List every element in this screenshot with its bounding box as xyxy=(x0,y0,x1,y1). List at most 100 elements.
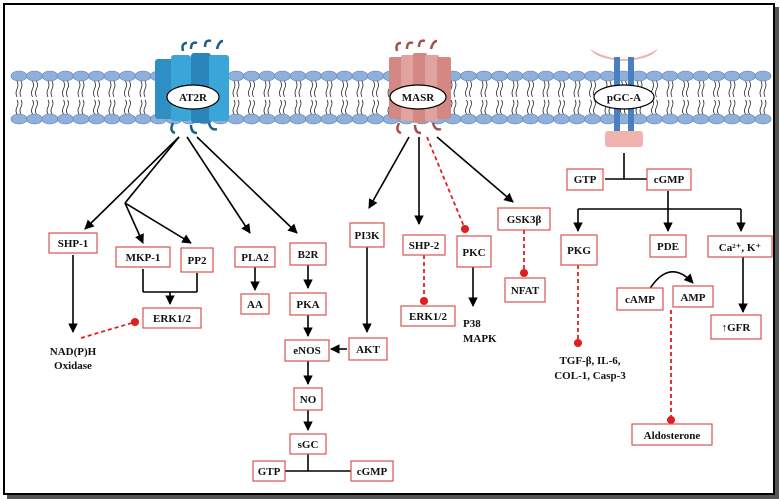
svg-text:PKA: PKA xyxy=(296,299,319,311)
lipid-tail xyxy=(108,80,112,98)
lipid-tail xyxy=(453,99,457,115)
node-amp: AMP xyxy=(672,285,714,308)
lipid-tail xyxy=(496,99,499,115)
node-shp2: SHP-2 xyxy=(402,234,446,256)
lipid-tail xyxy=(480,80,484,98)
node-camp: cAMP xyxy=(616,287,664,311)
lipid-tail xyxy=(329,99,333,115)
lipid-tail xyxy=(124,80,127,98)
lipid-tail xyxy=(589,99,592,115)
masr-receptor: MASR xyxy=(389,39,451,135)
node-sgc: sGC xyxy=(289,433,327,455)
lipid-tail xyxy=(682,80,685,98)
pathway-diagram: AT2R MASR pGC-A xyxy=(10,39,773,482)
node-pde: PDE xyxy=(649,234,687,258)
lipid-tail xyxy=(728,80,732,98)
lipid-head xyxy=(351,70,369,82)
lipid-tail xyxy=(360,80,364,98)
lipid-head xyxy=(57,113,74,125)
lipid-tail xyxy=(19,99,23,115)
lipid-tail xyxy=(314,99,317,115)
lipid-tail xyxy=(46,99,50,115)
lipid-head xyxy=(119,113,136,125)
node-no: NO xyxy=(293,387,323,411)
svg-text:AMP: AMP xyxy=(680,292,705,304)
lipid-tail xyxy=(465,80,468,98)
svg-text:cAMP: cAMP xyxy=(625,294,655,306)
svg-text:cGMP: cGMP xyxy=(357,466,388,478)
lipid-tail xyxy=(139,99,143,115)
node-tgf-line1: TGF-β, IL-6, xyxy=(559,355,620,367)
lipid-tail xyxy=(93,99,96,115)
lipid-tail xyxy=(294,80,298,98)
lipid-tail xyxy=(697,99,701,115)
lipid-tail xyxy=(15,99,19,115)
lipid-tail xyxy=(744,80,747,98)
lipid-tail xyxy=(546,99,550,115)
lipid-tail xyxy=(531,80,534,98)
lipid-head xyxy=(274,113,291,125)
lipid-tail xyxy=(558,80,561,98)
lipid-head xyxy=(103,113,121,125)
lipid-tail xyxy=(283,80,286,98)
lipid-tail xyxy=(279,99,282,115)
lipid-tail xyxy=(310,80,313,98)
lipid-head xyxy=(103,70,121,82)
lipid-tail xyxy=(558,99,561,115)
lipid-tail xyxy=(465,99,468,115)
lipid-head xyxy=(491,113,508,125)
lipid-tail xyxy=(728,99,732,115)
lipid-head xyxy=(10,70,28,82)
lipid-tail xyxy=(542,99,546,115)
lipid-tail xyxy=(655,99,658,115)
lipid-tail xyxy=(66,80,69,98)
lipid-head xyxy=(26,70,43,82)
lipid-tail xyxy=(128,80,131,98)
lipid-tail xyxy=(562,80,565,98)
lipid-tail xyxy=(469,80,472,98)
lipid-tail xyxy=(701,80,705,98)
lipid-head xyxy=(506,70,524,82)
lipid-head xyxy=(274,70,291,82)
svg-text:PI3K: PI3K xyxy=(354,230,380,242)
svg-text:PKC: PKC xyxy=(462,247,485,259)
lipid-head xyxy=(568,70,586,82)
svg-text:cGMP: cGMP xyxy=(654,174,685,186)
lipid-tail xyxy=(112,99,116,115)
lipid-head xyxy=(739,113,756,125)
lipid-tail xyxy=(701,99,705,115)
svg-text:eNOS: eNOS xyxy=(293,345,321,357)
pgca-pathways xyxy=(573,153,748,425)
node-cgmp-right: cGMP xyxy=(646,168,692,191)
lipid-tail xyxy=(496,80,499,98)
svg-text:PP2: PP2 xyxy=(188,255,207,267)
svg-text:GTP: GTP xyxy=(258,466,281,478)
lipid-head xyxy=(506,113,524,125)
lipid-tail xyxy=(484,99,488,115)
lipid-head xyxy=(57,70,74,82)
lipid-tail xyxy=(732,99,736,115)
node-pla2: PLA2 xyxy=(234,246,276,268)
lipid-head xyxy=(553,113,570,125)
lipid-tail xyxy=(356,80,360,98)
lipid-tail xyxy=(515,80,519,98)
lipid-tail xyxy=(19,80,23,98)
lipid-tail xyxy=(573,80,577,98)
lipid-tail xyxy=(325,80,329,98)
lipid-tail xyxy=(93,80,96,98)
lipid-head xyxy=(258,70,276,82)
lipid-tail xyxy=(686,80,689,98)
lipid-head xyxy=(289,70,307,82)
lipid-tail xyxy=(717,80,720,98)
node-cgmp-bottom: cGMP xyxy=(350,460,394,482)
lipid-tail xyxy=(546,80,550,98)
lipid-tail xyxy=(310,99,313,115)
lipid-head xyxy=(336,113,353,125)
lipid-tail xyxy=(248,99,251,115)
lipid-tail xyxy=(376,99,379,115)
node-nadph-line1: NAD(P)H xyxy=(50,346,97,358)
lipid-tail xyxy=(531,99,534,115)
lipid-head xyxy=(599,70,617,82)
at2r-pathways xyxy=(68,136,353,472)
lipid-head xyxy=(708,70,725,82)
